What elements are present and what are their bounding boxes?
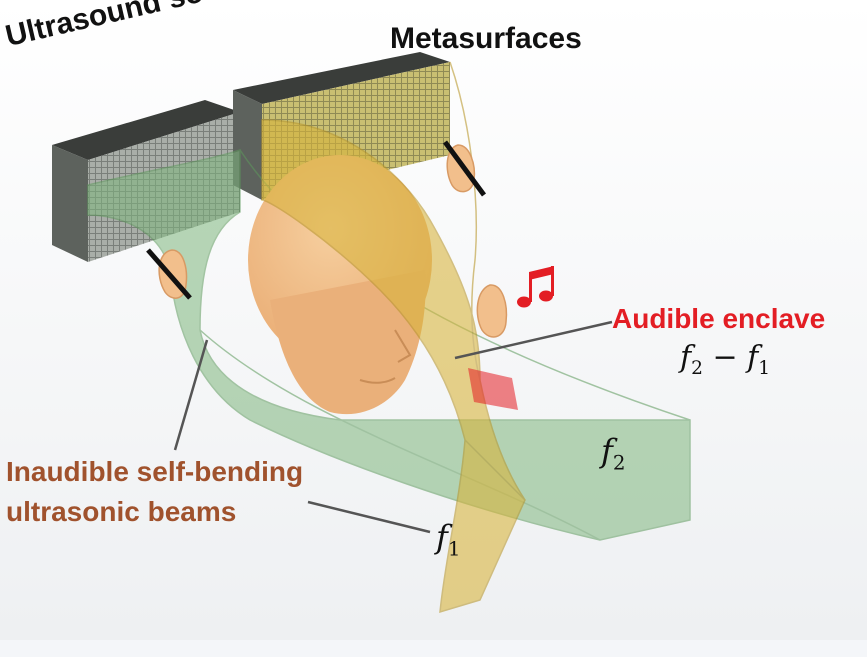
audible-enclave-zone <box>468 368 518 410</box>
ear-right-blocked <box>442 140 487 197</box>
bottom-strip <box>0 640 867 657</box>
inaudible-label-line-1: Inaudible self-bending <box>6 456 304 487</box>
ear-listening <box>476 284 508 338</box>
inaudible-beams-label: Inaudible self-bending ultrasonic beams <box>6 452 303 532</box>
audible-enclave-label: Audible enclave <box>612 303 826 334</box>
music-note-icon <box>517 266 554 308</box>
beam-f1 <box>261 61 526 614</box>
frequency-difference-label: f2 − f1 <box>680 340 771 379</box>
beams-leader-line-top <box>173 339 209 451</box>
enclave-leader-line <box>454 320 613 360</box>
beam-f2-label: f2 <box>601 432 626 475</box>
beam-f1-label: f1 <box>436 518 461 561</box>
ear-left-blocked <box>146 248 192 300</box>
beams-leader-line-bottom <box>307 500 431 534</box>
metasurfaces-label: Metasurfaces <box>390 22 582 55</box>
inaudible-label-line-2: ultrasonic beams <box>6 496 237 527</box>
